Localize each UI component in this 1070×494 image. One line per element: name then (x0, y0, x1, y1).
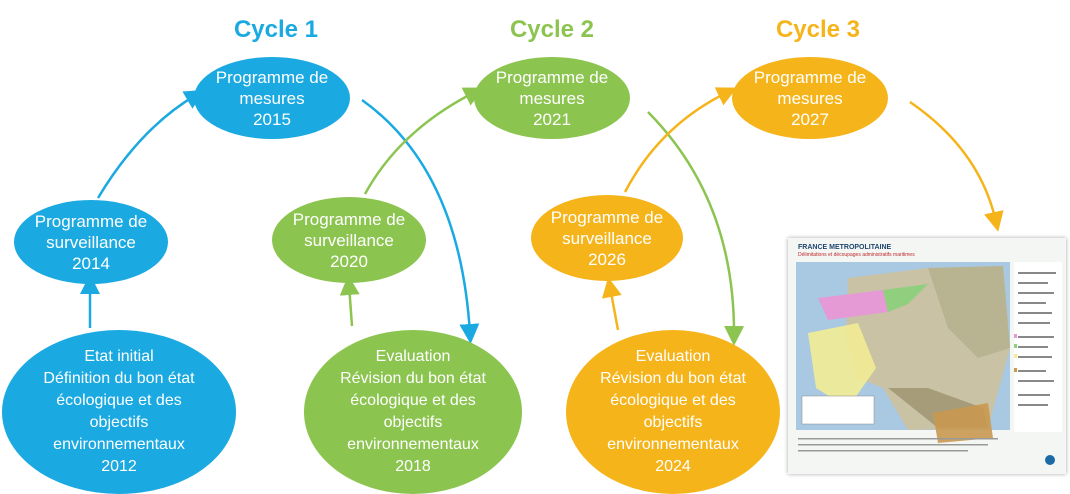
text-line: Programme de (495, 67, 609, 87)
text-line: Etat initial (84, 348, 154, 365)
arrow-evaluation-to-surveillance-2 (339, 275, 360, 327)
text-line: Révision du bon état (600, 370, 746, 387)
france-map-thumbnail: FRANCE METROPOLITAINE Délimitations et d… (788, 238, 1066, 474)
text-line: Révision du bon état (340, 370, 486, 387)
cycle-3-title: Cycle 3 (775, 16, 861, 43)
map-title: FRANCE METROPOLITAINE (798, 244, 892, 251)
text-line: 2020 (330, 251, 368, 271)
text-line: écologique et des (610, 392, 736, 409)
text-line: objectifs (643, 414, 703, 431)
text-line: Evaluation (635, 348, 711, 365)
arrow-evaluation-to-surveillance-3 (601, 277, 622, 331)
programme-mesures-1: Programme de mesures 2015 (194, 57, 350, 139)
map-subtitle: Délimitations et découpages administrati… (798, 252, 915, 258)
text-line: écologique et des (56, 392, 182, 409)
text-line: Programme de (550, 207, 664, 227)
evaluation-2024: Evaluation Révision du bon état écologiq… (566, 330, 780, 494)
text-line: surveillance (46, 232, 136, 252)
text-line: Définition du bon état (43, 370, 195, 387)
etat-initial-2012: Etat initial Définition du bon état écol… (2, 330, 236, 494)
text-line: 2027 (791, 109, 829, 129)
programme-mesures-2: Programme de mesures 2021 (474, 57, 630, 139)
text-line: surveillance (304, 230, 394, 250)
text-line: 2018 (395, 458, 431, 475)
text-line: Programme de (753, 67, 867, 87)
text-line: Evaluation (375, 348, 451, 365)
arrow-surveillance-to-mesures-3 (623, 87, 737, 193)
cycle-1-title: Cycle 1 (233, 16, 319, 43)
programme-surveillance-1: Programme de surveillance 2014 (14, 200, 168, 284)
arrow-surveillance-to-mesures-2 (363, 87, 484, 195)
text-line: Programme de (215, 67, 329, 87)
text-line: mesures (519, 88, 585, 108)
text-line: environnementaux (347, 436, 479, 453)
arrow-surveillance-to-mesures-1 (96, 89, 205, 199)
map-graphic (796, 262, 1062, 465)
text-line: Programme de (34, 211, 148, 231)
text-line: Programme de (292, 209, 406, 229)
text-line: écologique et des (350, 392, 476, 409)
arrow-mesures-to-map-3 (909, 100, 1004, 232)
evaluation-2018: Evaluation Révision du bon état écologiq… (304, 330, 522, 494)
text-line: mesures (777, 88, 843, 108)
text-line: surveillance (562, 228, 652, 248)
arrow-mesures-to-evaluation-1 (361, 98, 480, 344)
text-line: environnementaux (607, 436, 739, 453)
text-line: 2015 (253, 109, 291, 129)
text-line: mesures (239, 88, 305, 108)
cycle-2-title: Cycle 2 (509, 16, 595, 43)
text-line: environnementaux (53, 436, 185, 453)
text-line: 2014 (72, 253, 110, 273)
text-line: 2024 (655, 458, 691, 475)
programme-surveillance-3: Programme de surveillance 2026 (531, 195, 683, 281)
text-line: objectifs (89, 414, 149, 431)
text-line: 2021 (533, 109, 571, 129)
text-line: 2026 (588, 249, 626, 269)
programme-mesures-3: Programme de mesures 2027 (732, 57, 888, 139)
text-line: 2012 (101, 458, 137, 475)
text-line: objectifs (383, 414, 443, 431)
programme-surveillance-2: Programme de surveillance 2020 (272, 197, 426, 283)
